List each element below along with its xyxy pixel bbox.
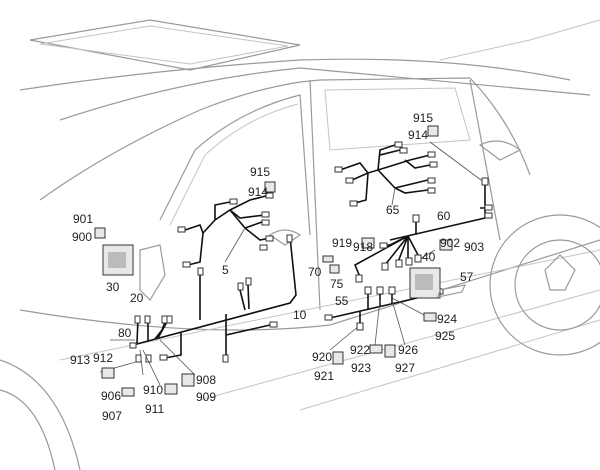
label-925: 925 [435, 329, 455, 343]
label-912: 912 [93, 351, 113, 365]
car-body-outline [0, 19, 600, 470]
connector-900 [94, 227, 106, 239]
label-57: 57 [460, 270, 474, 284]
connector-920 [332, 351, 344, 365]
label-900: 900 [72, 230, 92, 244]
label-55: 55 [335, 294, 349, 308]
label-914-front: 914 [248, 185, 268, 199]
label-918: 918 [353, 240, 373, 254]
label-914-rear: 914 [408, 128, 428, 142]
label-922: 922 [350, 343, 370, 357]
harness-65 [334, 141, 438, 207]
connector-926 [384, 344, 396, 358]
label-902: 902 [440, 236, 460, 250]
connector-908 [181, 373, 195, 387]
label-20: 20 [130, 291, 144, 305]
label-910: 910 [143, 383, 163, 397]
connector-918 [361, 237, 375, 249]
connector-922 [369, 344, 383, 354]
label-927: 927 [395, 361, 415, 375]
window-regulator-20 [139, 244, 166, 301]
label-915-front: 915 [250, 165, 270, 179]
label-65: 65 [386, 203, 400, 217]
label-911: 911 [145, 402, 164, 416]
label-906: 906 [101, 389, 121, 403]
components [94, 125, 467, 397]
label-921: 921 [314, 369, 334, 383]
label-909: 909 [196, 390, 216, 404]
label-903: 903 [464, 240, 484, 254]
label-915-rear: 915 [413, 111, 433, 125]
label-919: 919 [332, 236, 352, 250]
connector-912 [101, 367, 115, 379]
label-75: 75 [330, 277, 344, 291]
label-913: 913 [70, 353, 90, 367]
connector-924 [423, 312, 437, 322]
connector-914a [264, 181, 276, 193]
label-5: 5 [222, 263, 229, 277]
connector-902 [439, 239, 453, 251]
label-30: 30 [106, 280, 120, 294]
harness-10 [99, 234, 297, 386]
label-70: 70 [308, 265, 322, 279]
connector-910 [164, 383, 178, 395]
component-70 [322, 255, 334, 263]
label-924: 924 [437, 312, 457, 326]
label-908: 908 [196, 373, 216, 387]
component-57 [437, 284, 467, 298]
label-80: 80 [118, 326, 132, 340]
connector-914b [427, 125, 439, 137]
connector-906 [121, 387, 135, 397]
label-10: 10 [293, 308, 307, 322]
label-60: 60 [437, 209, 451, 223]
harness-5 [177, 192, 274, 268]
label-901: 901 [73, 212, 93, 226]
callout-labels: 915 914 915 914 65 60 901 900 30 5 919 9… [70, 111, 484, 423]
label-920: 920 [312, 350, 332, 364]
label-40: 40 [422, 250, 436, 264]
harness-60-55 [324, 141, 493, 351]
label-926: 926 [398, 343, 418, 357]
label-923: 923 [351, 361, 371, 375]
label-907: 907 [102, 409, 122, 423]
component-75 [329, 264, 340, 274]
